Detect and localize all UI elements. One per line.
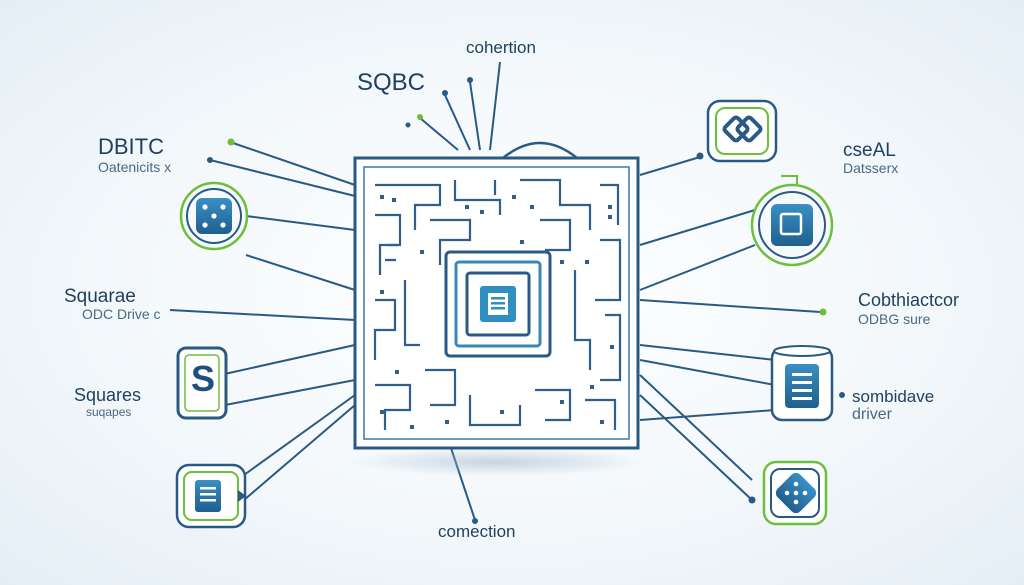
- bottom-connection-label: comection: [438, 522, 516, 541]
- right-bottom-title: sombidave: [852, 387, 935, 406]
- right-top-link-node[interactable]: [706, 99, 778, 163]
- document-icon: [195, 480, 221, 512]
- list-icon: [785, 364, 819, 408]
- left-mid-s-node[interactable]: [176, 346, 228, 420]
- left-mid-subtitle: ODC Drive c: [82, 306, 161, 322]
- connector-lines: [169, 61, 821, 521]
- right-bottom-dice-node[interactable]: [762, 460, 828, 526]
- window-icon: [771, 204, 813, 246]
- left-top-dice-node[interactable]: [179, 181, 249, 251]
- left-top-title: DBITC: [98, 134, 164, 159]
- central-chip: [353, 141, 640, 450]
- right-mid-subtitle: ODBG sure: [858, 311, 931, 327]
- top-name-label: SQBC: [357, 69, 426, 96]
- right-top-subtitle: Datsserx: [843, 160, 899, 176]
- left-mid-title: Squarae: [64, 286, 136, 307]
- link-icon: [722, 115, 763, 143]
- circuit-dots: [380, 195, 614, 429]
- top-connection-label: cohertion: [466, 38, 536, 57]
- right-bottom-subtitle: driver: [852, 406, 893, 423]
- right-window-node[interactable]: [750, 175, 834, 267]
- circuit-maze: [373, 178, 622, 430]
- connector-dots: [207, 77, 845, 524]
- right-mid-title: Cobthiactcor: [858, 290, 960, 310]
- left-bottom-document-node[interactable]: [175, 463, 247, 529]
- left-top-subtitle: Oatenicits x: [98, 159, 172, 175]
- right-top-title: cseAL: [843, 140, 896, 161]
- s-letter-icon: S: [191, 358, 216, 399]
- chip-shadow: [348, 448, 648, 476]
- right-cylinder-node[interactable]: [770, 345, 834, 422]
- left-bottom-subtitle: suqapes: [86, 405, 132, 419]
- left-bottom-title: Squares: [74, 385, 142, 405]
